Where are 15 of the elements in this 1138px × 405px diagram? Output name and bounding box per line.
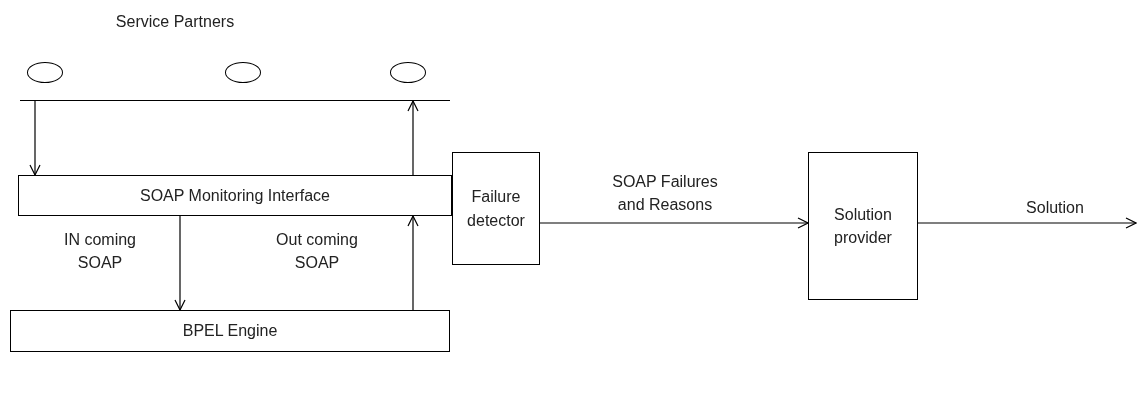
arrow [407, 100, 419, 176]
process-box [18, 175, 452, 216]
arrow [917, 217, 1137, 229]
process-box [452, 152, 540, 265]
box-label: Solution provider [833, 204, 893, 248]
process-box [10, 310, 450, 352]
box-label: Failure detector [466, 187, 526, 231]
partner-bus-line [20, 100, 450, 101]
box-label: SOAP Monitoring Interface [140, 185, 330, 206]
arrow [407, 215, 419, 311]
box-label: BPEL Engine [182, 321, 278, 342]
arrow [539, 217, 809, 229]
arrow [29, 100, 41, 176]
process-box [808, 152, 918, 300]
arrow [174, 215, 186, 311]
